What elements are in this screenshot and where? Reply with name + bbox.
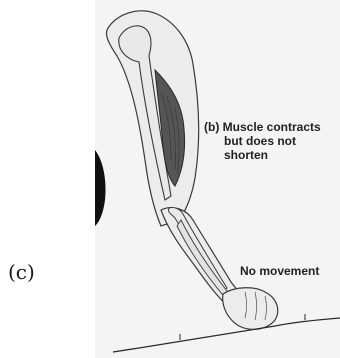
label-b-line2: but does not — [204, 134, 321, 148]
label-b-line1: (b) Muscle contracts — [204, 120, 321, 134]
label-b-line3: shorten — [204, 148, 321, 162]
arm-muscle-diagram: (b) Muscle contracts but does not shorte… — [95, 0, 340, 358]
restraint-line — [113, 318, 340, 352]
panel-letter: (c) — [8, 262, 35, 282]
arm-illustration — [95, 0, 340, 358]
background-dark-shape — [95, 150, 106, 226]
ulna-bone — [177, 220, 231, 300]
hand — [223, 288, 278, 330]
label-no-movement: No movement — [240, 264, 319, 278]
label-muscle-contracts: (b) Muscle contracts but does not shorte… — [204, 120, 321, 162]
